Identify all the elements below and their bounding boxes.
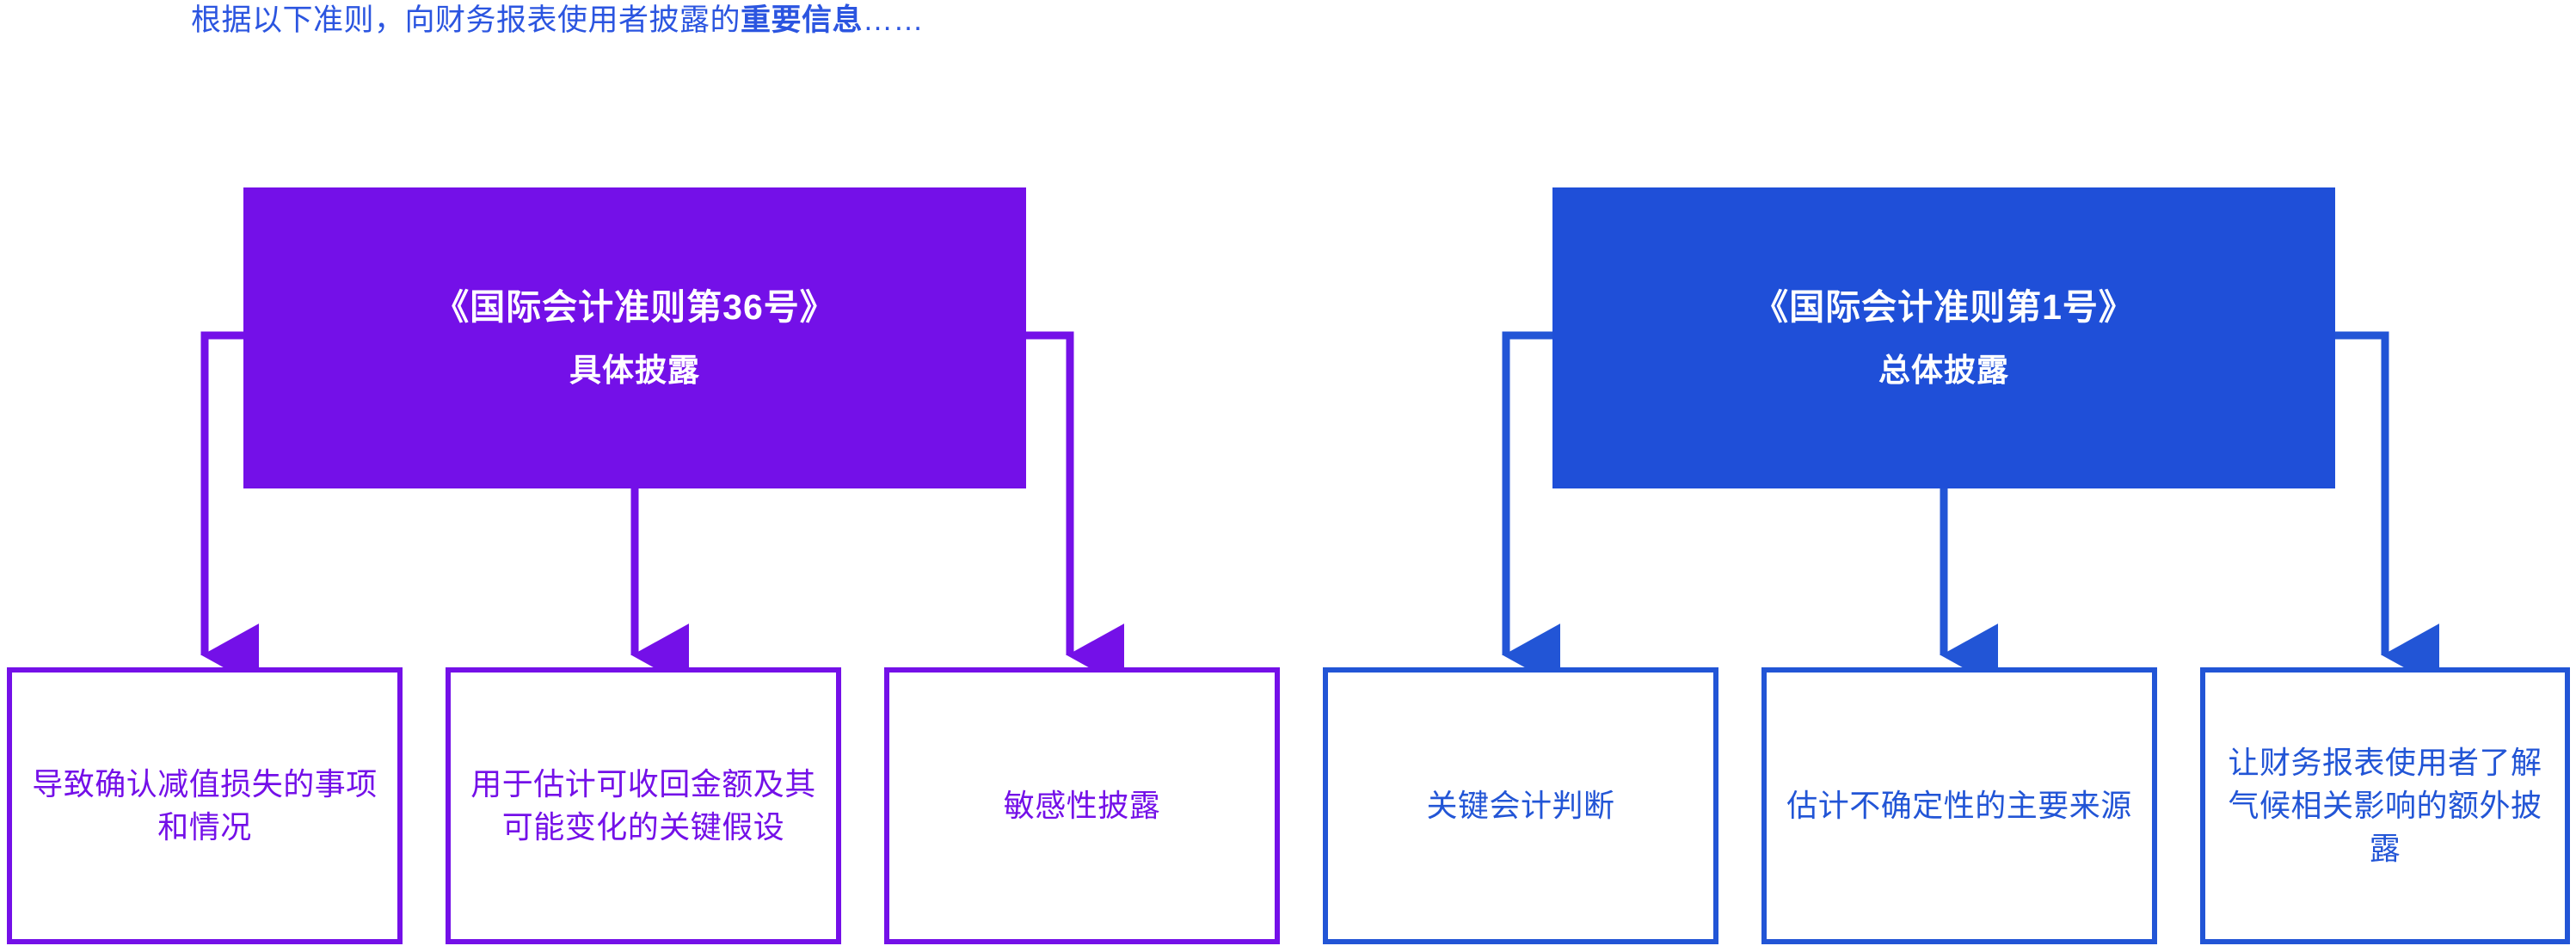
header-prefix: 根据以下准则，向财务报表使用者披露的 <box>191 3 741 37</box>
connector-ias1-leaf3 <box>2335 331 2439 687</box>
leaf-node-ias36-2[interactable]: 用于估计可收回金额及其可能变化的关键假设 <box>446 667 841 944</box>
leaf-node-ias36-3-label: 敏感性披露 <box>1003 788 1161 823</box>
leaf-node-ias1-2-label: 估计不确定性的主要来源 <box>1786 788 2132 823</box>
leaf-node-ias1-1-label: 关键会计判断 <box>1426 788 1615 823</box>
connector-ias36-leaf3 <box>1026 331 1124 687</box>
node-ias1-title: 《国际会计准则第1号》 <box>1753 287 2135 327</box>
leaf-node-ias36-3[interactable]: 敏感性披露 <box>884 667 1280 944</box>
leaf-node-ias36-1-label: 导致确认减值损失的事项和情况 <box>32 766 378 845</box>
leaf-node-ias1-2[interactable]: 估计不确定性的主要来源 <box>1761 667 2157 944</box>
node-ias36-subtitle: 具体披露 <box>569 353 700 388</box>
node-ias36-title: 《国际会计准则第36号》 <box>433 287 836 327</box>
header-suffix: …… <box>863 3 925 37</box>
leaf-node-ias1-3-label: 让财务报表使用者了解气候相关影响的额外披露 <box>2228 745 2542 866</box>
leaf-node-ias1-3[interactable]: 让财务报表使用者了解气候相关影响的额外披露 <box>2200 667 2570 944</box>
node-ias1[interactable]: 《国际会计准则第1号》 总体披露 <box>1552 187 2335 488</box>
header-emphasis: 重要信息 <box>741 3 864 37</box>
leaf-node-ias36-2-label: 用于估计可收回金额及其可能变化的关键假设 <box>470 766 816 845</box>
leaf-node-ias1-1[interactable]: 关键会计判断 <box>1323 667 1718 944</box>
page-title: 根据以下准则，向财务报表使用者披露的重要信息…… <box>191 2 924 40</box>
leaf-node-ias36-1[interactable]: 导致确认减值损失的事项和情况 <box>7 667 403 944</box>
node-ias1-subtitle: 总体披露 <box>1878 353 2009 388</box>
node-ias36[interactable]: 《国际会计准则第36号》 具体披露 <box>243 187 1026 488</box>
connector-ias36-leaf1 <box>200 331 259 687</box>
connector-ias1-leaf1 <box>1502 331 1560 687</box>
